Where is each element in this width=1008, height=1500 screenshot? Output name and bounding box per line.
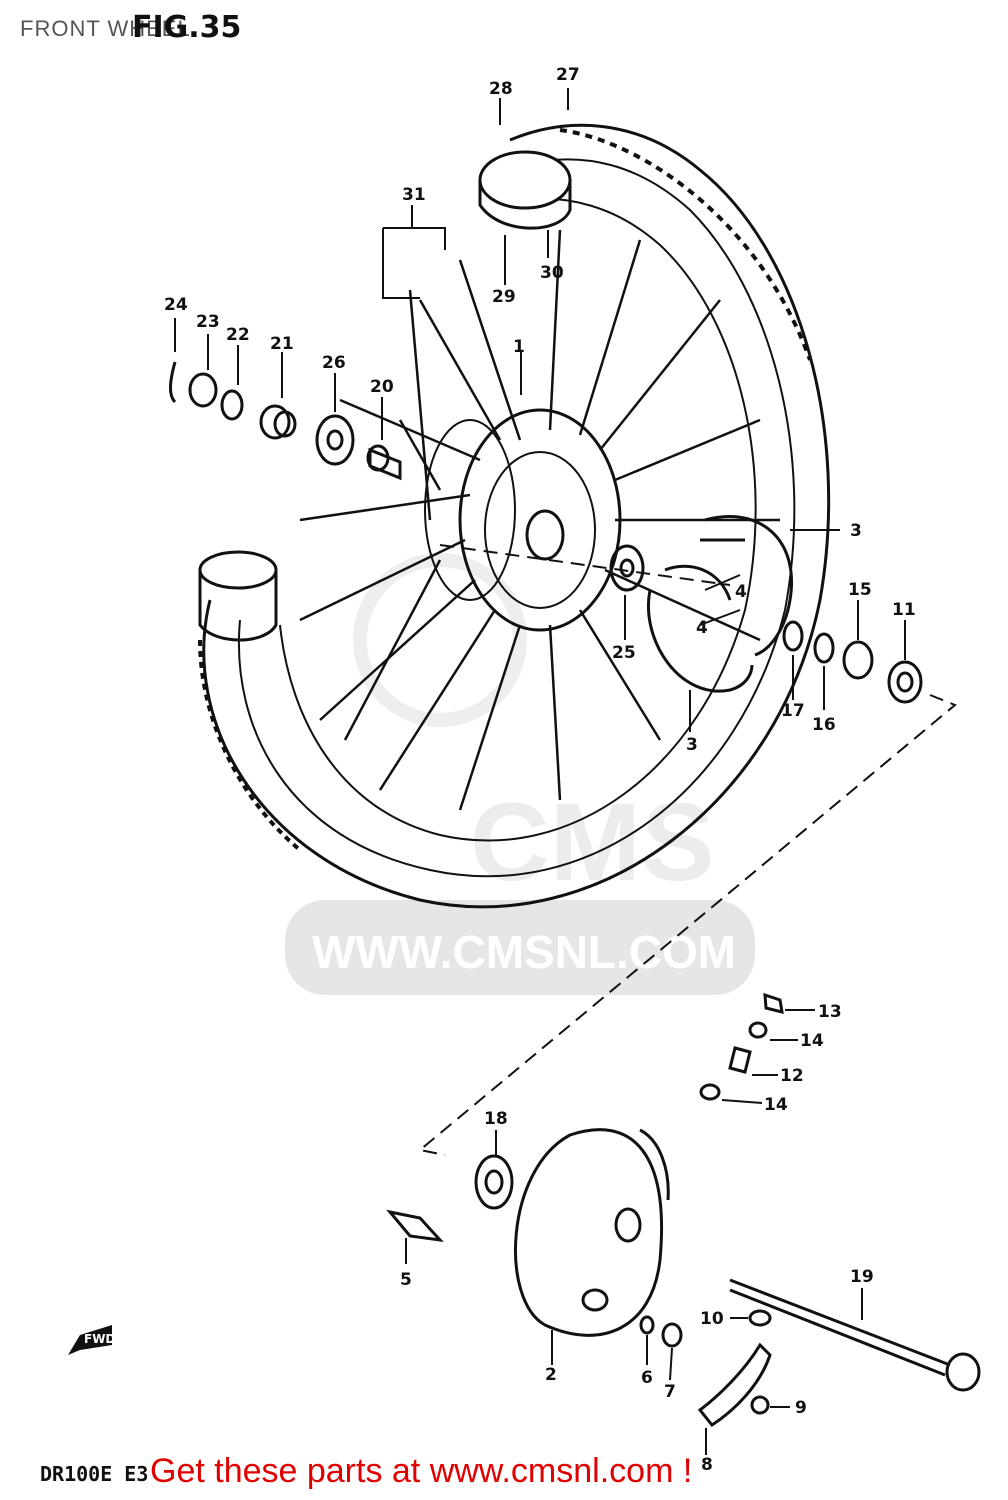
cam-lever xyxy=(639,1309,772,1428)
callout-29: 29 xyxy=(492,287,516,307)
hub-nut xyxy=(887,660,923,704)
callout-1: 1 xyxy=(513,337,525,357)
callout-20: 20 xyxy=(370,377,394,397)
callout-23: 23 xyxy=(196,312,220,332)
callout-18: 18 xyxy=(484,1109,508,1129)
callout-2: 2 xyxy=(545,1365,557,1385)
retainer xyxy=(842,640,874,680)
callout-4-lower: 4 xyxy=(696,618,708,638)
callout-19: 19 xyxy=(850,1267,874,1287)
callout-13: 13 xyxy=(818,1002,842,1022)
tire-cut-section-bottom xyxy=(198,550,278,642)
callout-7: 7 xyxy=(664,1382,676,1402)
callout-3-lower: 3 xyxy=(686,735,698,755)
callout-6: 6 xyxy=(641,1368,653,1388)
forward-arrow-label: FWD xyxy=(84,1332,115,1346)
washer xyxy=(220,389,244,421)
callout-26: 26 xyxy=(322,353,346,373)
model-code: DR100E E3 xyxy=(40,1462,149,1486)
hub xyxy=(424,408,622,632)
callout-22: 22 xyxy=(226,325,250,345)
axle-spacer xyxy=(366,444,402,481)
forward-direction-arrow: FWD xyxy=(68,1325,115,1355)
callout-9: 9 xyxy=(795,1398,807,1418)
brake-shoes xyxy=(647,515,793,693)
callout-24: 24 xyxy=(164,295,188,315)
washer-16 xyxy=(813,632,835,664)
callout-31: 31 xyxy=(402,185,426,205)
callout-28: 28 xyxy=(489,79,513,99)
bearing xyxy=(315,414,355,466)
axle-centerline xyxy=(417,544,957,1156)
callout-10: 10 xyxy=(700,1309,724,1329)
callout-5: 5 xyxy=(400,1270,412,1290)
front-axle xyxy=(729,1278,981,1392)
promo-banner-link[interactable]: Get these parts at www.cmsnl.com ! xyxy=(150,1452,693,1490)
speedometer-gearbox-parts xyxy=(699,992,784,1101)
callout-12: 12 xyxy=(780,1066,804,1086)
callout-14-lower: 14 xyxy=(764,1095,788,1115)
callout-15: 15 xyxy=(848,580,872,600)
cotter-pin xyxy=(169,361,177,404)
cam-shaft xyxy=(386,1209,444,1243)
callout-30: 30 xyxy=(540,263,564,283)
figure-label: FIG.35 xyxy=(132,10,242,45)
tire-cut-section-top xyxy=(478,150,572,230)
callout-14-upper: 14 xyxy=(800,1031,824,1051)
brake-panel xyxy=(513,1128,670,1337)
callout-4-upper: 4 xyxy=(735,582,747,602)
callout-labels: 1 2 3 3 4 4 5 6 7 8 9 10 11 12 13 14 14 … xyxy=(164,65,916,1475)
callout-11: 11 xyxy=(892,600,916,620)
watermark: CMS WWW.CMSNL.COM xyxy=(285,553,755,995)
spokes xyxy=(299,229,780,811)
axle-nut xyxy=(188,372,218,408)
seal xyxy=(782,620,804,652)
hub-bearing xyxy=(609,544,645,592)
brake-panel-seal xyxy=(474,1154,514,1210)
section-title: FRONT WHEEL xyxy=(20,16,191,41)
watermark-url: WWW.CMSNL.COM xyxy=(312,926,736,978)
tire xyxy=(198,123,831,909)
callout-25: 25 xyxy=(612,643,636,663)
callout-27: 27 xyxy=(556,65,580,85)
callout-3-upper: 3 xyxy=(850,521,862,541)
callout-17: 17 xyxy=(781,701,805,721)
callout-8: 8 xyxy=(701,1455,713,1475)
callout-16: 16 xyxy=(812,715,836,735)
spacer xyxy=(259,404,297,440)
leader-lines xyxy=(174,88,906,1455)
callout-21: 21 xyxy=(270,334,294,354)
